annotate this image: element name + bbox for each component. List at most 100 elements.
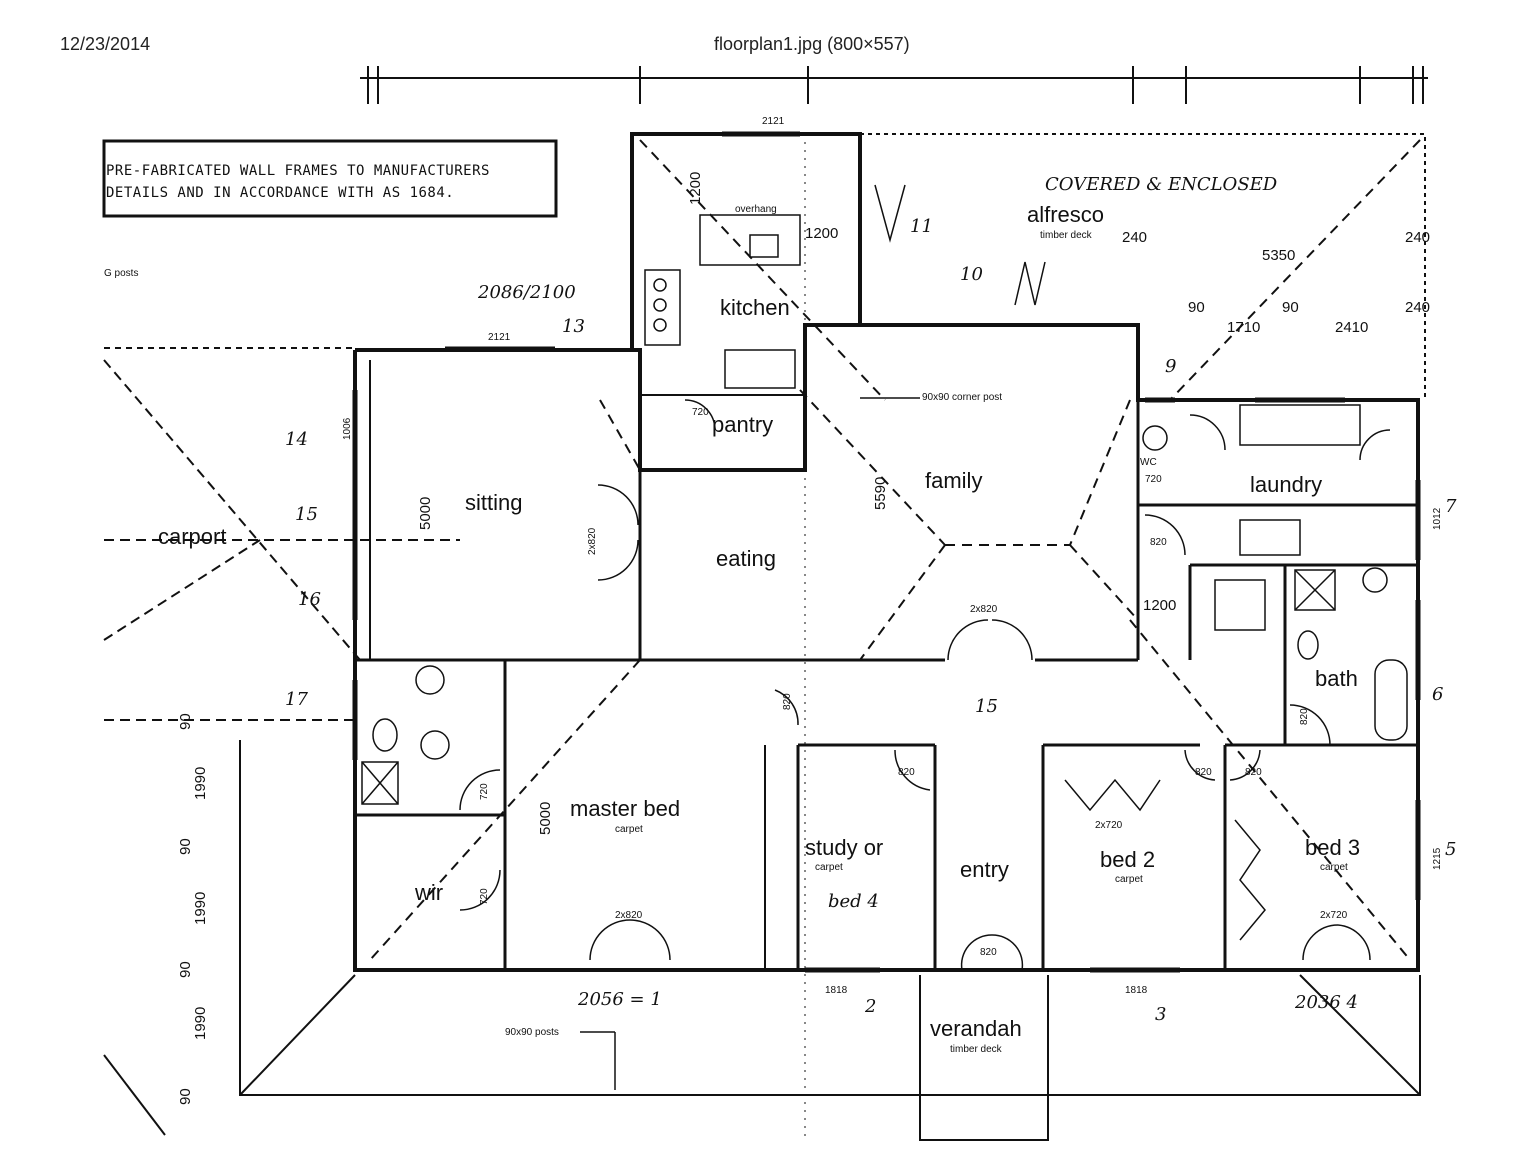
dim-1990-b: 1990 (192, 892, 209, 925)
dim-820-a: 820 (782, 693, 793, 710)
hand-covered: COVERED & ENCLOSED (1045, 174, 1278, 195)
hand-7: 7 (1445, 496, 1457, 517)
room-kitchen: kitchen (720, 295, 790, 320)
room-sitting: sitting (465, 490, 522, 515)
hand-6: 6 (1432, 684, 1443, 705)
dim-2x820-eating: 2x820 (587, 527, 598, 555)
dim-1006: 1006 (342, 417, 353, 440)
dim-1818-b: 1818 (1125, 985, 1148, 996)
dim-1200-kitchen: 1200 (687, 172, 704, 205)
dim-720-pantry: 720 (692, 407, 709, 418)
dim-5350: 5350 (1262, 247, 1295, 264)
dim-820-g: 820 (980, 947, 997, 958)
room-bed-3: bed 3 (1305, 835, 1360, 860)
dim-820-b: 820 (898, 767, 915, 778)
note-line-2: DETAILS AND IN ACCORDANCE WITH AS 1684. (106, 185, 454, 201)
room-labels: carport kitchen pantry sitting eating fa… (158, 202, 1360, 1055)
room-master-bed: master bed (570, 796, 680, 821)
kitchen-fixtures (644, 214, 801, 389)
doors (459, 184, 1391, 971)
room-bed-2-sub: carpet (1115, 874, 1143, 885)
room-carport: carport (158, 524, 226, 549)
posts-note: G posts (104, 268, 138, 279)
dim-720-ens: 720 (479, 783, 490, 800)
dim-820-d: 820 (1245, 767, 1262, 778)
walls (353, 132, 1426, 972)
dim-1215: 1215 (1432, 847, 1443, 870)
dim-2121-b: 2121 (488, 332, 511, 343)
dim-1012: 1012 (1432, 507, 1443, 530)
room-laundry: laundry (1250, 472, 1322, 497)
dim-1200-hall: 1200 (1143, 597, 1176, 614)
dim-240-a: 240 (1122, 229, 1147, 246)
dim-5000-master: 5000 (537, 802, 554, 835)
room-verandah-sub: timber deck (950, 1044, 1003, 1055)
hand-1: 2056 = 1 (577, 989, 662, 1010)
dim-1818-a: 1818 (825, 985, 848, 996)
hand-5: 5 (1445, 839, 1456, 860)
dim-1200-alfresco: 1200 (805, 225, 838, 242)
room-study: study or (805, 835, 883, 860)
hand-17: 17 (285, 689, 308, 710)
dim-240-b: 240 (1405, 229, 1430, 246)
corner-post-label: 90x90 corner post (922, 392, 1002, 403)
dim-720-wc: 720 (1145, 474, 1162, 485)
hand-oval: 15 (975, 696, 998, 717)
dim-1990-a: 1990 (192, 767, 209, 800)
dim-1990-c: 1990 (192, 1007, 209, 1040)
room-alfresco-sub: timber deck (1040, 230, 1093, 241)
dim-2410: 2410 (1335, 319, 1368, 336)
dim-90-b: 90 (1282, 299, 1299, 316)
room-alfresco: alfresco (1027, 202, 1104, 227)
hand-3: 3 (1155, 1004, 1166, 1025)
room-eating: eating (716, 546, 776, 571)
bathroom-fixtures (361, 404, 1408, 805)
note-box: PRE-FABRICATED WALL FRAMES TO MANUFACTUR… (102, 139, 558, 218)
dim-90-e: 90 (177, 961, 194, 978)
room-master-bed-sub: carpet (615, 824, 643, 835)
hand-15: 15 (295, 504, 318, 525)
hand-bed4: bed 4 (828, 891, 879, 912)
hand-10: 10 (960, 264, 983, 285)
dim-2x720-bed3: 2x720 (1320, 910, 1348, 921)
dim-90-a: 90 (1188, 299, 1205, 316)
room-wc: WC (1140, 457, 1157, 468)
room-bath: bath (1315, 666, 1358, 691)
top-dimension-line (360, 66, 1428, 104)
hand-2: 2 (864, 996, 876, 1017)
windows (352, 131, 1421, 973)
hand-4: 2036 4 (1294, 992, 1358, 1013)
dim-820-e: 820 (1299, 708, 1310, 725)
note-line-1: PRE-FABRICATED WALL FRAMES TO MANUFACTUR… (106, 163, 490, 179)
dimension-labels: 5000 5000 5590 1200 1200 1200 240 240 24… (177, 116, 1443, 1105)
dim-2x820-family: 2x820 (970, 604, 998, 615)
dim-820-c: 820 (1195, 767, 1212, 778)
exterior-areas (103, 347, 1421, 1141)
dim-820-f: 820 (1150, 537, 1167, 548)
dim-720-wir: 720 (479, 888, 490, 905)
dim-5590: 5590 (872, 477, 889, 510)
overhang-label: overhang (735, 204, 777, 215)
dim-240-c: 240 (1405, 299, 1430, 316)
header-date: 12/23/2014 (60, 34, 151, 54)
hand-13: 13 (562, 316, 585, 337)
dim-5000-sitting: 5000 (417, 497, 434, 530)
room-verandah: verandah (930, 1016, 1022, 1041)
room-wir: wir (414, 880, 443, 905)
dim-2121-a: 2121 (762, 116, 785, 127)
room-family: family (925, 468, 982, 493)
posts-90-label: 90x90 posts (505, 1027, 559, 1038)
dim-1710: 1710 (1227, 319, 1260, 336)
dim-2x720-bed2: 2x720 (1095, 820, 1123, 831)
room-entry: entry (960, 857, 1009, 882)
hand-14: 14 (285, 429, 308, 450)
dim-90-f: 90 (177, 1088, 194, 1105)
hand-11: 11 (910, 216, 933, 237)
room-pantry: pantry (712, 412, 773, 437)
dim-2x820-master: 2x820 (615, 910, 643, 921)
dim-90-d: 90 (177, 838, 194, 855)
header-title: floorplan1.jpg (800×557) (714, 34, 910, 54)
hand-16: 16 (298, 589, 321, 610)
room-bed-2: bed 2 (1100, 847, 1155, 872)
